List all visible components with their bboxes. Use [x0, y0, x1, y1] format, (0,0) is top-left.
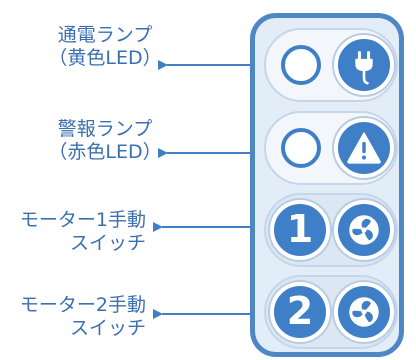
motor2-switch-label: モーター2手動 スイッチ [0, 294, 146, 340]
alarm-lamp [281, 128, 321, 168]
alarm-lamp-label-line1: 警報ランプ [57, 118, 153, 140]
fan-icon [349, 215, 379, 245]
power-lamp-label-line1: 通電ランプ [57, 24, 153, 46]
motor1-switch-label-line1: モーター1手動 [19, 209, 146, 231]
power-plug-icon [355, 51, 373, 85]
power-lamp [281, 45, 321, 85]
motor1-number: 1 [286, 207, 314, 251]
motor2-switch-label-line1: モーター2手動 [19, 294, 146, 316]
motor1-number-button[interactable]: 1 [270, 200, 330, 260]
alarm-lamp-label-line2: （赤色LED） [48, 141, 162, 163]
power-lamp-label-line2: （黄色LED） [48, 47, 162, 69]
motor1-switch-label: モーター1手動 スイッチ [0, 209, 146, 255]
motor1-switch-label-line2: スイッチ [69, 232, 146, 254]
motor2-fan-button[interactable] [334, 282, 394, 342]
power-lamp-label: 通電ランプ （黄色LED） [35, 24, 175, 70]
fan-icon [349, 297, 379, 327]
motor2-number: 2 [286, 289, 314, 333]
power-indicator [334, 35, 394, 95]
alarm-indicator [334, 118, 394, 178]
alarm-lamp-label: 警報ランプ （赤色LED） [35, 118, 175, 164]
warning-icon [347, 132, 381, 164]
motor1-fan-button[interactable] [334, 200, 394, 260]
motor2-number-button[interactable]: 2 [270, 282, 330, 342]
motor2-switch-label-line2: スイッチ [69, 317, 146, 339]
